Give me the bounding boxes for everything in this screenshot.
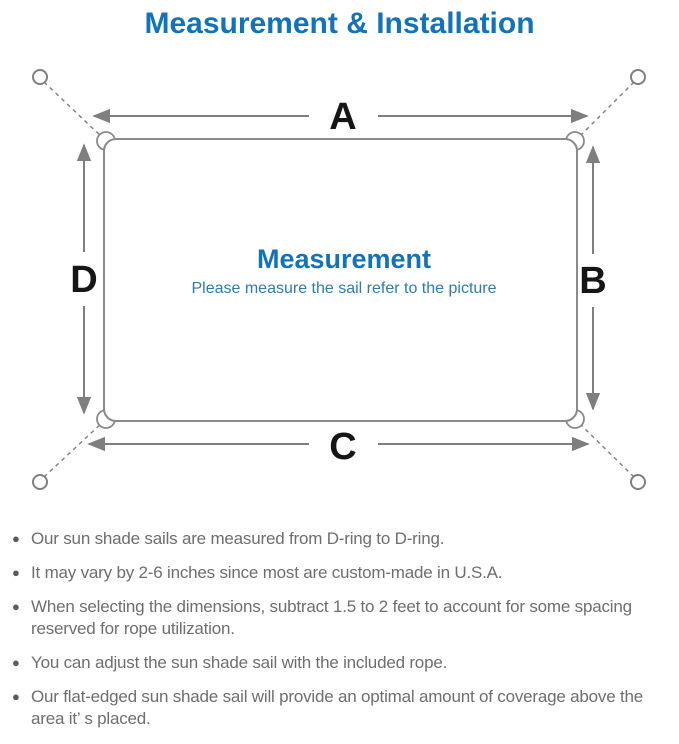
diagram-center-subtitle: Please measure the sail refer to the pic… (191, 280, 496, 297)
list-item: ● Our flat-edged sun shade sail will pro… (12, 686, 673, 730)
bullet-icon: ● (12, 565, 20, 580)
sail-outline (103, 138, 578, 422)
list-item-text: Our sun shade sails are measured from D-… (31, 529, 445, 548)
list-item-text: When selecting the dimensions, subtract … (31, 597, 632, 638)
tension-line-bottom-left (43, 420, 105, 478)
list-item-text: It may vary by 2-6 inches since most are… (31, 563, 503, 582)
product-instruction-page: { "title": "Measurement & Installation",… (0, 5, 679, 744)
list-item: ● It may vary by 2-6 inches since most a… (12, 562, 673, 584)
bullet-icon: ● (12, 599, 20, 614)
diagram-center-title: Measurement (257, 244, 431, 274)
dimension-label-c: C (329, 426, 356, 468)
tension-line-top-right (576, 81, 635, 140)
dimension-label-b: B (579, 260, 606, 302)
page-title: Measurement & Installation (144, 7, 535, 40)
anchor-point-bottom-right (630, 474, 646, 490)
tension-line-top-left (43, 81, 105, 140)
anchor-point-top-left (32, 69, 48, 85)
list-item-text: Our flat-edged sun shade sail will provi… (31, 687, 644, 728)
list-item: ● Our sun shade sails are measured from … (12, 528, 673, 550)
anchor-point-top-right (630, 69, 646, 85)
dimension-label-a: A (329, 96, 356, 138)
measurement-diagram: A C D B Measurement Please measure the s… (32, 69, 646, 490)
measurement-notes-list: ● Our sun shade sails are measured from … (12, 528, 673, 730)
list-item: ● When selecting the dimensions, subtrac… (12, 596, 673, 640)
bullet-icon: ● (12, 531, 20, 546)
list-item: ● You can adjust the sun shade sail with… (12, 652, 673, 674)
bullet-icon: ● (12, 689, 20, 704)
bullet-icon: ● (12, 655, 20, 670)
dimension-label-d: D (70, 259, 97, 301)
list-item-text: You can adjust the sun shade sail with t… (31, 653, 448, 672)
anchor-point-bottom-left (32, 474, 48, 490)
tension-line-bottom-right (576, 420, 635, 478)
